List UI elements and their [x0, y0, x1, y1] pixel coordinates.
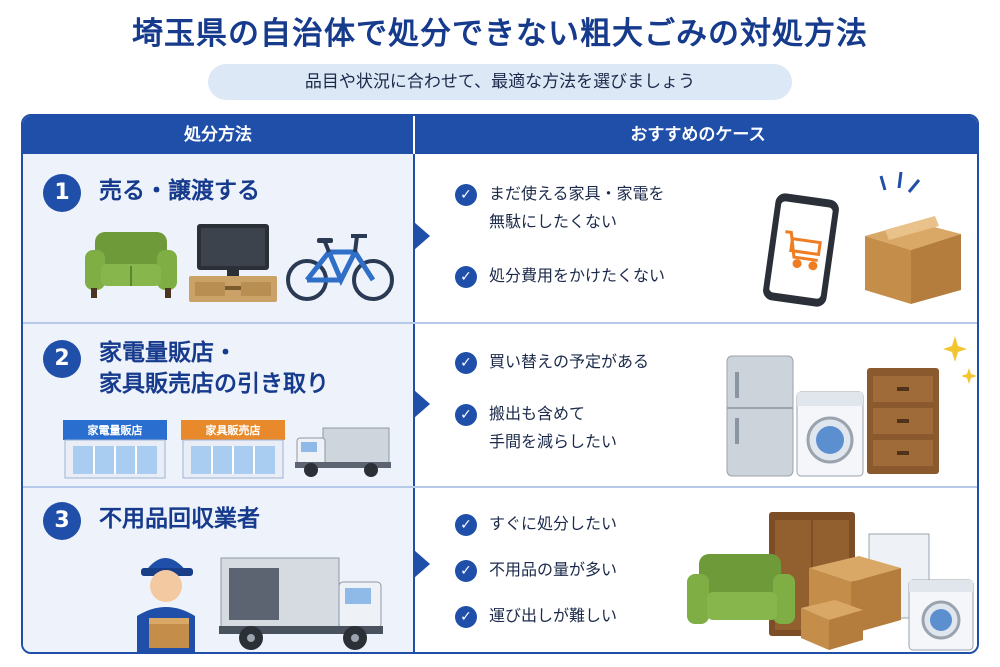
case-line: 搬出も含めて: [489, 404, 586, 423]
method-row-2: 2 家電量販店・ 家具販売店の引き取り 家電量販店 家具販売店: [23, 324, 977, 486]
arrow-icon: [414, 550, 430, 578]
store-icon: 家具販売店: [181, 420, 285, 479]
smartphone-cart-icon: [763, 171, 921, 307]
method-title: 不用品回収業者: [99, 506, 260, 532]
bicycle-icon: [286, 234, 394, 301]
method-row-3: 3 不用品回収業者 ✓ すぐに処分したい ✓ 不: [23, 488, 977, 652]
cardboard-box-icon: [865, 216, 961, 304]
check-icon: ✓: [455, 266, 477, 288]
check-icon: ✓: [455, 560, 477, 582]
sparkle-icon: [879, 171, 921, 193]
store-icon: 家電量販店: [63, 420, 167, 479]
case-line: 無駄にしたくない: [489, 212, 618, 231]
case-line: 処分費用をかけたくない: [489, 266, 666, 285]
case-line: 手間を減らしたい: [489, 432, 618, 451]
row-divider: [23, 486, 977, 488]
dresser-icon: [867, 368, 939, 474]
furniture-pile-icon: [687, 512, 974, 651]
sparkle-icon: [943, 336, 977, 384]
case-item: 買い替えの予定がある: [489, 348, 649, 376]
method-title: 家電量販店・ 家具販売店の引き取り: [99, 338, 329, 400]
method-number-badge: 1: [43, 174, 81, 212]
case-item: すぐに処分したい: [489, 510, 617, 538]
sofa-icon: [687, 554, 795, 624]
cardboard-box-icon: [801, 556, 901, 650]
case-item: まだ使える家具・家電を 無駄にしたくない: [489, 180, 665, 236]
arrow-icon: [414, 390, 430, 418]
case-item: 搬出も含めて 手間を減らしたい: [489, 400, 617, 456]
method-number-badge: 3: [43, 502, 81, 540]
worker-icon: [137, 558, 195, 652]
case-line: 不用品の量が多い: [489, 560, 618, 579]
case-line: 運び出しが難しい: [489, 606, 618, 625]
washing-machine-icon: [908, 579, 974, 651]
washing-machine-icon: [796, 391, 864, 477]
case-item: 処分費用をかけたくない: [489, 262, 665, 290]
check-icon: ✓: [455, 184, 477, 206]
check-icon: ✓: [455, 352, 477, 374]
truck-icon: [219, 557, 383, 650]
check-icon: ✓: [455, 514, 477, 536]
check-icon: ✓: [455, 404, 477, 426]
page-subtitle: 品目や状況に合わせて、最適な方法を選びましょう: [208, 64, 792, 100]
method-row-1: 1 売る・譲渡する: [23, 154, 977, 322]
method-title-line: 家具販売店の引き取り: [99, 371, 329, 397]
header-divider: [413, 116, 415, 154]
arrow-icon: [414, 222, 430, 250]
case-line: すぐに処分したい: [489, 514, 618, 533]
case-line: まだ使える家具・家電を: [489, 184, 665, 203]
store-label: 家具販売店: [206, 423, 261, 437]
row-divider: [23, 322, 977, 324]
tv-icon: [189, 224, 277, 302]
case-item: 不用品の量が多い: [489, 556, 617, 584]
method-number-badge: 2: [43, 340, 81, 378]
page-title: 埼玉県の自治体で処分できない粗大ごみの対処方法: [132, 16, 868, 52]
methods-table: 処分方法 おすすめのケース 1 売る・譲渡する: [21, 114, 979, 654]
truck-icon: [295, 427, 391, 477]
method-title: 売る・譲渡する: [99, 178, 260, 204]
sofa-icon: [85, 232, 177, 298]
store-label: 家電量販店: [88, 423, 143, 437]
header-method: 処分方法: [23, 116, 413, 154]
case-line: 買い替えの予定がある: [489, 352, 650, 371]
case-item: 運び出しが難しい: [489, 602, 617, 630]
method-title-line: 家電量販店・: [99, 340, 237, 366]
check-icon: ✓: [455, 606, 477, 628]
header-case: おすすめのケース: [415, 116, 977, 154]
refrigerator-icon: [726, 355, 794, 477]
